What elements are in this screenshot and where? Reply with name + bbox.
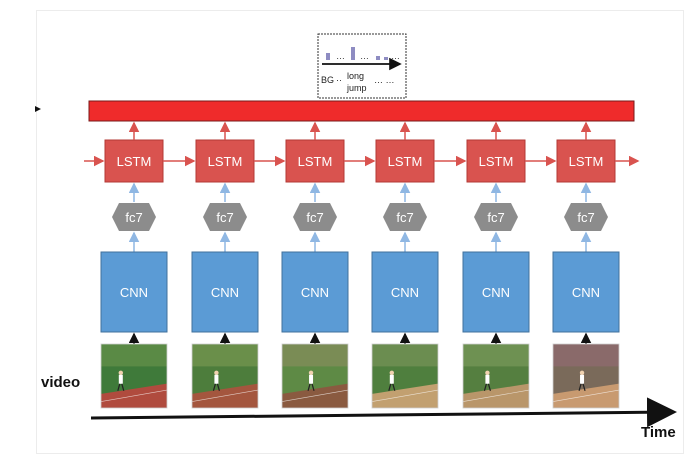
fc7-node: [383, 203, 427, 231]
cnn-box: [552, 251, 620, 333]
cnn-box: [281, 251, 349, 333]
lstm-label: LSTM: [569, 154, 604, 169]
time-label: Time: [641, 424, 676, 441]
lstm-label: LSTM: [298, 154, 333, 169]
aggregation-bar: [88, 100, 635, 122]
fc7-label: fc7: [216, 210, 233, 225]
score-bar: [326, 53, 330, 60]
video-frame: [371, 343, 439, 409]
fc7-node: [474, 203, 518, 231]
top-dots-2: …: [360, 51, 369, 61]
output-prediction-box: … … … BG ·· long jump … …: [317, 33, 407, 99]
video-label: video: [41, 374, 80, 391]
class-label-line1: long: [347, 71, 364, 81]
top-dots-1: …: [336, 51, 345, 61]
fc7-node: [203, 203, 247, 231]
fc7-label: fc7: [396, 210, 413, 225]
cnn-label: CNN: [391, 285, 419, 300]
fc7-label: fc7: [487, 210, 504, 225]
score-bar: [384, 57, 388, 60]
fc7-label: fc7: [125, 210, 142, 225]
cnn-box: [462, 251, 530, 333]
lstm-label: LSTM: [388, 154, 423, 169]
class-label-line2: jump: [346, 83, 367, 93]
top-dots-3: …: [391, 51, 400, 61]
lstm-box: [285, 139, 345, 183]
fc7-node: [293, 203, 337, 231]
cnn-label: CNN: [211, 285, 239, 300]
lstm-label: LSTM: [479, 154, 514, 169]
cnn-box: [191, 251, 259, 333]
lstm-box: [466, 139, 526, 183]
cnn-box: [371, 251, 439, 333]
score-bar: [351, 47, 355, 60]
cnn-label: CNN: [572, 285, 600, 300]
bg-label: BG: [321, 75, 334, 85]
score-bars: [326, 47, 388, 60]
fc7-label: fc7: [306, 210, 323, 225]
video-frame: [552, 343, 620, 409]
video-frame: [191, 343, 259, 409]
fc7-label: fc7: [577, 210, 594, 225]
lstm-box: [375, 139, 435, 183]
left-tick-mark: [35, 106, 41, 112]
cnn-label: CNN: [120, 285, 148, 300]
cnn-box: [100, 251, 168, 333]
cnn-label: CNN: [482, 285, 510, 300]
lstm-box: [104, 139, 164, 183]
bg-dots: ··: [336, 75, 342, 85]
video-frame: [462, 343, 530, 409]
time-axis-arrow: [90, 397, 677, 428]
slide-frame: [36, 10, 684, 454]
lstm-label: LSTM: [208, 154, 243, 169]
bottom-dots: … …: [374, 75, 395, 85]
lstm-label: LSTM: [117, 154, 152, 169]
cnn-label: CNN: [301, 285, 329, 300]
video-frame: [281, 343, 349, 409]
video-frame: [100, 343, 168, 409]
fc7-node: [112, 203, 156, 231]
score-bar: [376, 56, 380, 60]
fc7-node: [564, 203, 608, 231]
